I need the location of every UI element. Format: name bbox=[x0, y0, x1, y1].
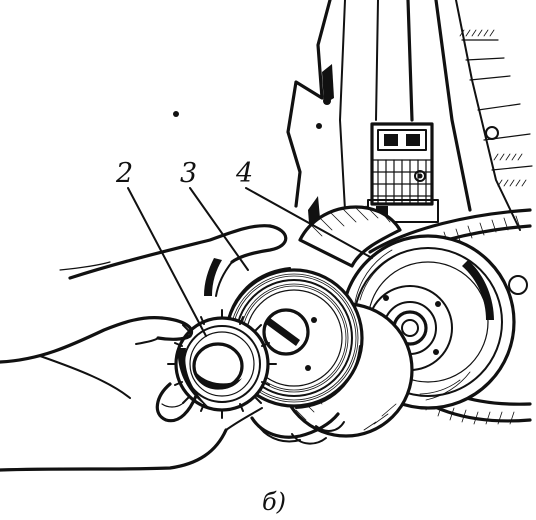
leader-line-4 bbox=[245, 187, 373, 259]
hands bbox=[0, 224, 345, 472]
leader-line-2 bbox=[127, 187, 207, 337]
stray-dot bbox=[173, 111, 179, 117]
leader-line-3 bbox=[189, 187, 249, 271]
figure-caption: б) bbox=[262, 488, 286, 516]
adjustment-block bbox=[367, 122, 439, 223]
label-part-4: 4 bbox=[235, 158, 253, 189]
small-gear bbox=[167, 309, 277, 419]
label-part-3: 3 bbox=[180, 158, 197, 189]
leader-lines bbox=[127, 187, 373, 337]
label-part-2: 2 bbox=[115, 158, 133, 189]
